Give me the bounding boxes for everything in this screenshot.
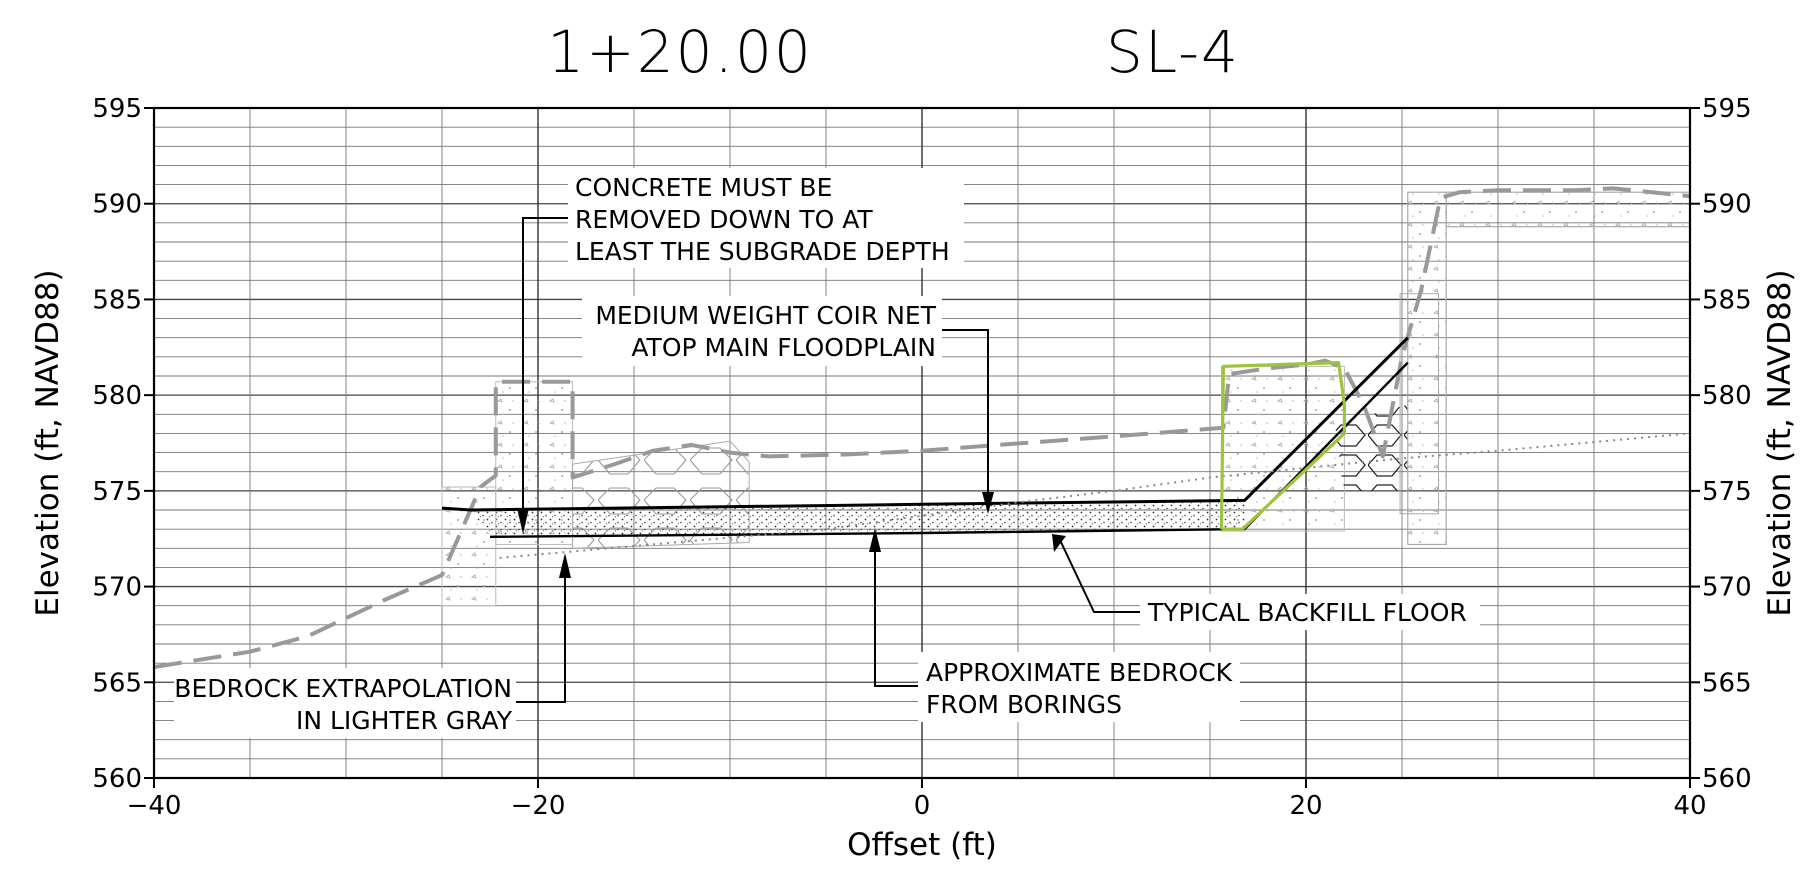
y-axis-title-left: Elevation (ft, NAVD88)	[30, 269, 66, 616]
riprap-left	[572, 440, 750, 549]
x-tick-label: −40	[127, 791, 182, 821]
y-tick-label-right: 590	[1702, 190, 1752, 220]
y-axis-title-right: Elevation (ft, NAVD88)	[1762, 269, 1798, 616]
x-tick-label: 20	[1289, 791, 1322, 821]
material-fills	[441, 191, 1691, 607]
callout-bedrock-extrap-line2: IN LIGHTER GRAY	[296, 706, 513, 735]
y-tick-label-right: 560	[1702, 764, 1752, 794]
callout-annotations: CONCRETE MUST BE REMOVED DOWN TO AT LEAS…	[174, 168, 1480, 738]
y-tick-label-left: 585	[92, 285, 142, 315]
x-tick-label: 0	[914, 791, 931, 821]
series-black-design-surface	[441, 336, 1409, 512]
y-tick-label-left: 570	[92, 573, 142, 603]
y-tick-label-left: 565	[92, 668, 142, 698]
callout-coir-line1: MEDIUM WEIGHT COIR NET	[595, 301, 936, 330]
x-axis-title: Offset (ft)	[847, 827, 997, 863]
callout-backfill-arrowhead	[1052, 534, 1066, 552]
callout-backfill-box	[1140, 594, 1480, 630]
x-tick-label: −20	[511, 791, 566, 821]
y-tick-label-left: 560	[92, 764, 142, 794]
callout-concrete-line2: REMOVED DOWN TO AT	[575, 205, 873, 234]
callout-concrete-line1: CONCRETE MUST BE	[575, 173, 832, 202]
callout-bedrock-extrap-leader	[516, 565, 566, 703]
callout-concrete-box	[568, 168, 964, 268]
left-concrete-block	[495, 381, 574, 545]
top-slab	[1445, 191, 1691, 228]
callout-approx-bedrock-line1: APPROXIMATE BEDROCK	[926, 658, 1233, 687]
callout-approx-bedrock-arrowhead	[869, 528, 881, 552]
callout-backfill-line1: TYPICAL BACKFILL FLOOR	[1147, 598, 1467, 627]
callout-backfill-leader	[1059, 539, 1140, 613]
y-tick-label-right: 580	[1702, 381, 1752, 411]
y-tick-label-left: 580	[92, 381, 142, 411]
callout-coir-box	[582, 296, 942, 366]
callout-bedrock-extrap-line1: BEDROCK EXTRAPOLATION	[174, 674, 512, 703]
profile-lines	[154, 186, 1691, 669]
right-wall	[1407, 191, 1447, 546]
y-tick-label-left: 595	[92, 94, 142, 124]
x-tick-label: 40	[1673, 791, 1706, 821]
callout-coir-leader	[942, 329, 989, 505]
callout-coir-arrowhead	[982, 492, 994, 514]
callout-approx-bedrock-leader	[874, 540, 918, 687]
axis-ticks: −40 −20 0 20 40 595 595 590 590 585 585 580 580 575 57…	[92, 94, 1751, 821]
y-tick-label-right: 570	[1702, 573, 1752, 603]
callout-approx-bedrock-line2: FROM BORINGS	[926, 690, 1122, 719]
y-tick-label-right: 575	[1702, 477, 1752, 507]
y-tick-label-right: 595	[1702, 94, 1752, 124]
series-green-structure-outline	[1219, 361, 1347, 531]
section-id-title: SL-4	[1106, 18, 1240, 86]
y-tick-label-left: 575	[92, 477, 142, 507]
callout-concrete-leader	[522, 217, 568, 525]
left-concrete-step	[441, 486, 497, 607]
callout-bedrock-extrap-arrowhead	[559, 553, 571, 578]
y-tick-label-right: 585	[1702, 285, 1752, 315]
callout-bedrock-extrap-box	[174, 668, 516, 738]
callout-coir-line2: ATOP MAIN FLOODPLAIN	[631, 333, 936, 362]
series-black-backfill-floor	[489, 361, 1409, 538]
callout-concrete-arrowhead	[517, 508, 529, 534]
series-dotted-gray-bedrock	[499, 432, 1691, 559]
y-tick-label-left: 590	[92, 190, 142, 220]
y-tick-label-right: 565	[1702, 668, 1752, 698]
station-title: 1+20.00	[547, 18, 813, 86]
series-dashed-gray	[154, 186, 1691, 669]
callout-concrete-line3: LEAST THE SUBGRADE DEPTH	[575, 237, 950, 266]
callout-approx-bedrock-box	[918, 652, 1240, 722]
